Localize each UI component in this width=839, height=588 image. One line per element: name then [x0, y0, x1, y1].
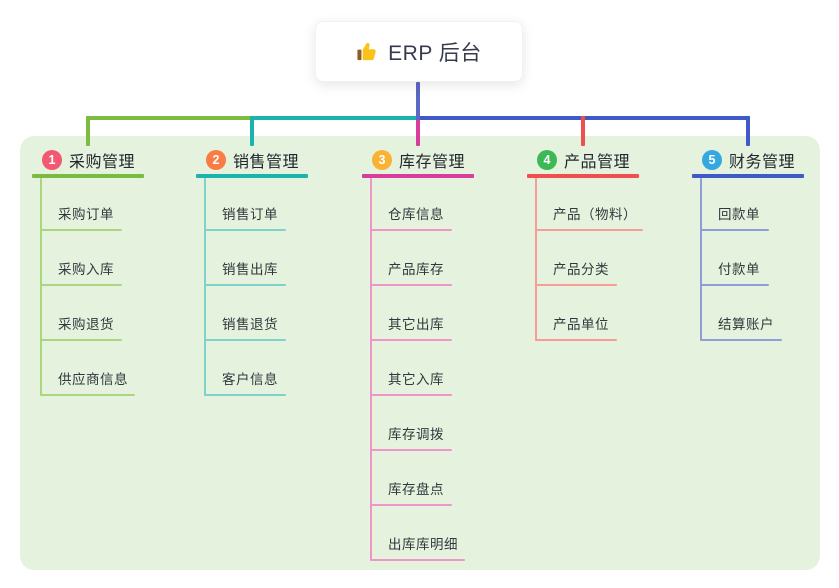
child-node[interactable]: 产品库存 [388, 262, 444, 277]
children-spine-line [40, 178, 42, 396]
child-underline [370, 229, 452, 231]
root-connector-line [416, 82, 420, 120]
topic-underline [692, 174, 804, 178]
child-node[interactable]: 产品（物料） [553, 207, 637, 222]
child-underline [535, 229, 643, 231]
topic-underline [362, 174, 474, 178]
child-node[interactable]: 出库库明细 [388, 537, 458, 552]
branch-drop-line [86, 116, 90, 146]
children-spine-line [700, 178, 702, 341]
child-underline [40, 229, 122, 231]
child-underline [370, 394, 452, 396]
child-node[interactable]: 采购订单 [58, 207, 114, 222]
child-underline [40, 394, 135, 396]
child-underline [700, 284, 769, 286]
child-node[interactable]: 销售出库 [222, 262, 278, 277]
child-underline [370, 339, 452, 341]
child-node[interactable]: 销售订单 [222, 207, 278, 222]
child-underline [535, 284, 617, 286]
child-node[interactable]: 其它入库 [388, 372, 444, 387]
child-underline [370, 449, 452, 451]
child-underline [700, 339, 782, 341]
topic-label: 销售管理 [233, 154, 300, 171]
root-node-label: ERP 后台 [388, 41, 482, 65]
root-node[interactable]: ERP 后台 [315, 21, 523, 82]
topic-node-1[interactable]: 1 采购管理 [42, 148, 135, 172]
child-node[interactable]: 产品单位 [553, 317, 609, 332]
child-underline [204, 284, 286, 286]
child-underline [40, 339, 122, 341]
topic-underline [196, 174, 308, 178]
child-node[interactable]: 供应商信息 [58, 372, 128, 387]
child-underline [535, 339, 617, 341]
child-underline [370, 559, 465, 561]
child-underline [204, 339, 286, 341]
thumbs-up-icon [356, 40, 379, 63]
topic-label: 财务管理 [729, 154, 796, 171]
trunk-line-purchase [86, 116, 254, 120]
topic-number-badge: 1 [42, 150, 62, 170]
trunk-line-sales [252, 116, 420, 120]
topic-number-badge: 5 [702, 150, 722, 170]
topic-node-4[interactable]: 4 产品管理 [537, 148, 630, 172]
child-node[interactable]: 销售退货 [222, 317, 278, 332]
child-node[interactable]: 其它出库 [388, 317, 444, 332]
topic-label: 产品管理 [564, 154, 631, 171]
branch-drop-line [581, 116, 585, 146]
branch-drop-line [250, 116, 254, 146]
topic-underline [527, 174, 639, 178]
branch-drop-line [746, 116, 750, 146]
child-underline [370, 284, 452, 286]
child-underline [204, 394, 286, 396]
children-spine-line [535, 178, 537, 341]
child-underline [700, 229, 769, 231]
child-underline [40, 284, 122, 286]
child-node[interactable]: 采购退货 [58, 317, 114, 332]
child-node[interactable]: 采购入库 [58, 262, 114, 277]
child-underline [204, 229, 286, 231]
child-underline [370, 504, 452, 506]
children-spine-line [204, 178, 206, 396]
child-node[interactable]: 库存盘点 [388, 482, 444, 497]
child-node[interactable]: 产品分类 [553, 262, 609, 277]
branches-panel [20, 136, 820, 570]
topic-underline [32, 174, 144, 178]
topic-label: 采购管理 [69, 154, 136, 171]
children-spine-line [370, 178, 372, 561]
topic-node-5[interactable]: 5 财务管理 [702, 148, 795, 172]
child-node[interactable]: 结算账户 [718, 317, 774, 332]
child-node[interactable]: 回款单 [718, 207, 760, 222]
child-node[interactable]: 客户信息 [222, 372, 278, 387]
topic-label: 库存管理 [399, 154, 466, 171]
topic-number-badge: 2 [206, 150, 226, 170]
topic-number-badge: 3 [372, 150, 392, 170]
topic-node-3[interactable]: 3 库存管理 [372, 148, 465, 172]
topic-number-badge: 4 [537, 150, 557, 170]
child-node[interactable]: 仓库信息 [388, 207, 444, 222]
child-node[interactable]: 库存调拨 [388, 427, 444, 442]
topic-node-2[interactable]: 2 销售管理 [206, 148, 299, 172]
child-node[interactable]: 付款单 [718, 262, 760, 277]
branch-drop-line [416, 116, 420, 146]
